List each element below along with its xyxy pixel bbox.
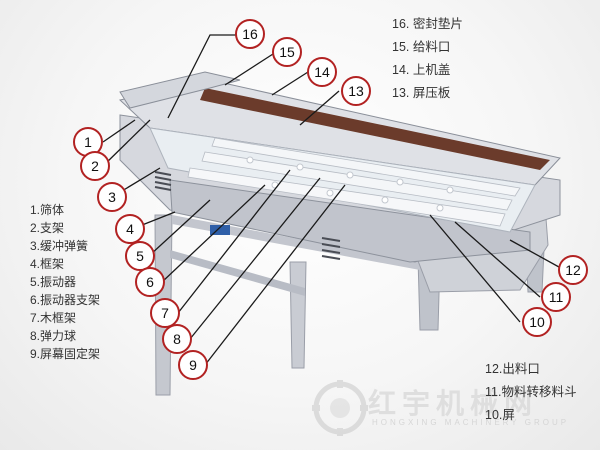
legend-item-13: 13. 屏压板 (392, 86, 451, 100)
marker-5: 5 (125, 241, 155, 271)
legend-item-11: 11.物料转移料斗 (485, 385, 577, 399)
marker-11: 11 (541, 282, 571, 312)
watermark-text: 红宇机械网 (368, 388, 539, 419)
legend-item-8: 8.弹力球 (30, 329, 77, 343)
svg-text:4: 4 (126, 221, 134, 237)
marker-15: 15 (272, 37, 302, 67)
marker-4: 4 (115, 214, 145, 244)
legend-item-16: 16. 密封垫片 (392, 17, 463, 31)
legend-left: 1.筛体 2.支架 3.缓冲弹簧 4.框架 5.振动器 6.振动器支架 7.木框… (30, 201, 100, 363)
legend-item-12: 12.出料口 (485, 362, 540, 376)
svg-text:6: 6 (146, 274, 154, 290)
svg-text:1: 1 (84, 134, 92, 150)
svg-text:3: 3 (108, 189, 116, 205)
legend-item-14: 14. 上机盖 (392, 63, 451, 77)
leader-lines (102, 34, 569, 366)
marker-9: 9 (178, 350, 208, 380)
watermark-logo (312, 380, 368, 436)
legend-item-5: 5.振动器 (30, 275, 77, 289)
marker-7: 7 (150, 298, 180, 328)
svg-text:13: 13 (348, 83, 364, 99)
svg-text:10: 10 (529, 314, 545, 330)
marker-8: 8 (162, 324, 192, 354)
marker-3: 3 (97, 182, 127, 212)
svg-text:15: 15 (279, 44, 295, 60)
legend-bottom: 12.出料口 11.物料转移料斗 10.屏 (485, 358, 576, 427)
legend-item-7: 7.木框架 (30, 311, 77, 325)
svg-text:7: 7 (161, 305, 169, 321)
svg-text:2: 2 (91, 158, 99, 174)
legend-item-10: 10.屏 (485, 408, 515, 422)
marker-16: 16 (235, 19, 265, 49)
svg-text:11: 11 (549, 289, 564, 305)
legend-item-1: 1.筛体 (30, 203, 65, 217)
svg-text:16: 16 (242, 26, 258, 42)
marker-2: 2 (80, 151, 110, 181)
legend-item-15: 15. 给料口 (392, 40, 451, 54)
marker-6: 6 (135, 267, 165, 297)
watermark-subtext: HONGXING MACHINERY GROUP (372, 418, 570, 427)
svg-text:8: 8 (173, 331, 181, 347)
marker-10: 10 (522, 307, 552, 337)
svg-text:12: 12 (565, 262, 581, 278)
marker-13: 13 (341, 76, 371, 106)
svg-text:9: 9 (189, 357, 197, 373)
marker-14: 14 (307, 57, 337, 87)
callout-markers: 1 2 3 4 5 6 7 8 9 10 11 12 13 14 15 16 (73, 19, 588, 380)
svg-text:5: 5 (136, 248, 144, 264)
legend-item-6: 6.振动器支架 (30, 293, 101, 307)
machine-illustration (118, 71, 561, 396)
legend-top: 16. 密封垫片 15. 给料口 14. 上机盖 13. 屏压板 (392, 13, 463, 105)
legend-item-4: 4.框架 (30, 257, 65, 271)
marker-12: 12 (558, 255, 588, 285)
svg-text:14: 14 (314, 64, 330, 80)
legend-item-9: 9.屏幕固定架 (30, 347, 101, 361)
legend-item-3: 3.缓冲弹簧 (30, 239, 89, 253)
legend-item-2: 2.支架 (30, 221, 65, 235)
